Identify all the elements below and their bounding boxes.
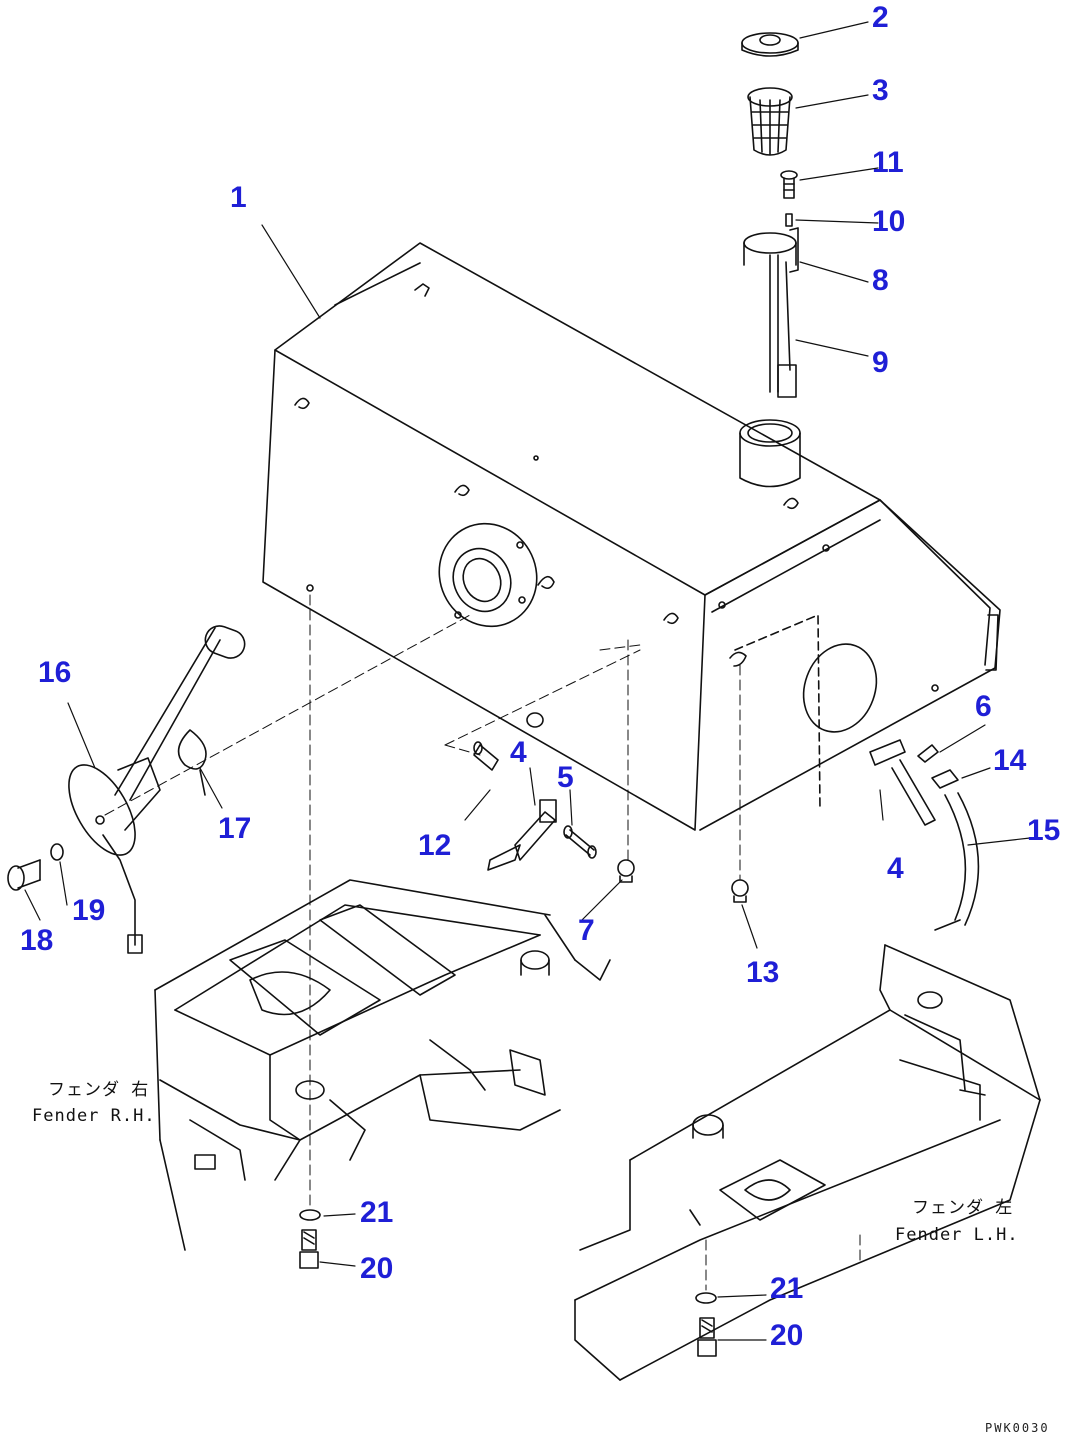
level-gauge-9 xyxy=(769,254,797,398)
drawing-code: PWK0030 xyxy=(985,1421,1050,1435)
fender-labels: フェンダ 右 Fender R.H. フェンダ 左 Fender L.H. xyxy=(32,1080,1019,1245)
callout-7: 7 xyxy=(578,914,595,947)
washer-21-right xyxy=(695,1292,717,1304)
washer-10 xyxy=(785,213,793,227)
callout-21-left: 21 xyxy=(360,1196,393,1229)
callout-15: 15 xyxy=(1027,814,1060,847)
fender-left-en-label: Fender L.H. xyxy=(895,1225,1019,1245)
gasket-17 xyxy=(177,729,207,796)
fuel-sender-unit xyxy=(68,625,246,954)
callout-18: 18 xyxy=(20,924,53,957)
callout-2: 2 xyxy=(872,1,889,34)
callout-3: 3 xyxy=(872,74,889,107)
callout-8: 8 xyxy=(872,264,889,297)
fender-frame-right xyxy=(154,879,611,1251)
fitting-6 xyxy=(917,744,939,763)
bracket-4-right xyxy=(869,739,936,826)
callout-16: 16 xyxy=(38,656,71,689)
bolt-20-left xyxy=(299,1229,319,1269)
gauge-bracket-8 xyxy=(743,227,799,273)
callout-4-left: 4 xyxy=(510,736,527,769)
fender-right-jp-label: フェンダ 右 xyxy=(48,1080,149,1100)
callout-21-right: 21 xyxy=(770,1272,803,1305)
callout-12: 12 xyxy=(418,829,451,862)
callout-5: 5 xyxy=(557,761,574,794)
washer-21-left xyxy=(299,1209,321,1221)
callout-1: 1 xyxy=(230,181,247,214)
washer-19 xyxy=(50,843,64,861)
callout-numbers: 1 2 3 11 10 8 9 16 17 4 5 12 7 13 6 14 1… xyxy=(20,1,1060,1352)
callout-9: 9 xyxy=(872,346,889,379)
fuel-tank xyxy=(262,242,1001,831)
strainer xyxy=(747,87,793,156)
drain-valve-bracket-4 xyxy=(487,799,557,871)
screw-18 xyxy=(7,859,41,891)
callout-17: 17 xyxy=(218,812,251,845)
callout-11: 11 xyxy=(872,146,904,179)
callout-10: 10 xyxy=(872,205,905,238)
nut-4-small xyxy=(526,712,544,728)
plug-7 xyxy=(617,859,635,883)
leader-lines xyxy=(24,21,1031,1341)
callout-19: 19 xyxy=(72,894,105,927)
bolt-20-right xyxy=(697,1317,717,1357)
callout-6: 6 xyxy=(975,690,992,723)
callout-20-right: 20 xyxy=(770,1319,803,1352)
nipple-5 xyxy=(563,825,597,859)
plug-13 xyxy=(731,879,749,903)
filler-cap-assembly xyxy=(741,32,799,57)
callout-14: 14 xyxy=(993,744,1027,777)
callout-20-left: 20 xyxy=(360,1252,393,1285)
callout-4-right: 4 xyxy=(887,852,904,885)
clip-14 xyxy=(931,769,959,789)
fender-frame-left xyxy=(574,944,1041,1381)
fitting-12 xyxy=(473,741,499,771)
center-lines xyxy=(104,594,861,1291)
callout-13: 13 xyxy=(746,956,779,989)
screw-11 xyxy=(780,170,798,199)
hose-15 xyxy=(934,792,980,931)
fender-left-jp-label: フェンダ 左 xyxy=(912,1198,1013,1218)
fender-right-en-label: Fender R.H. xyxy=(32,1106,156,1126)
